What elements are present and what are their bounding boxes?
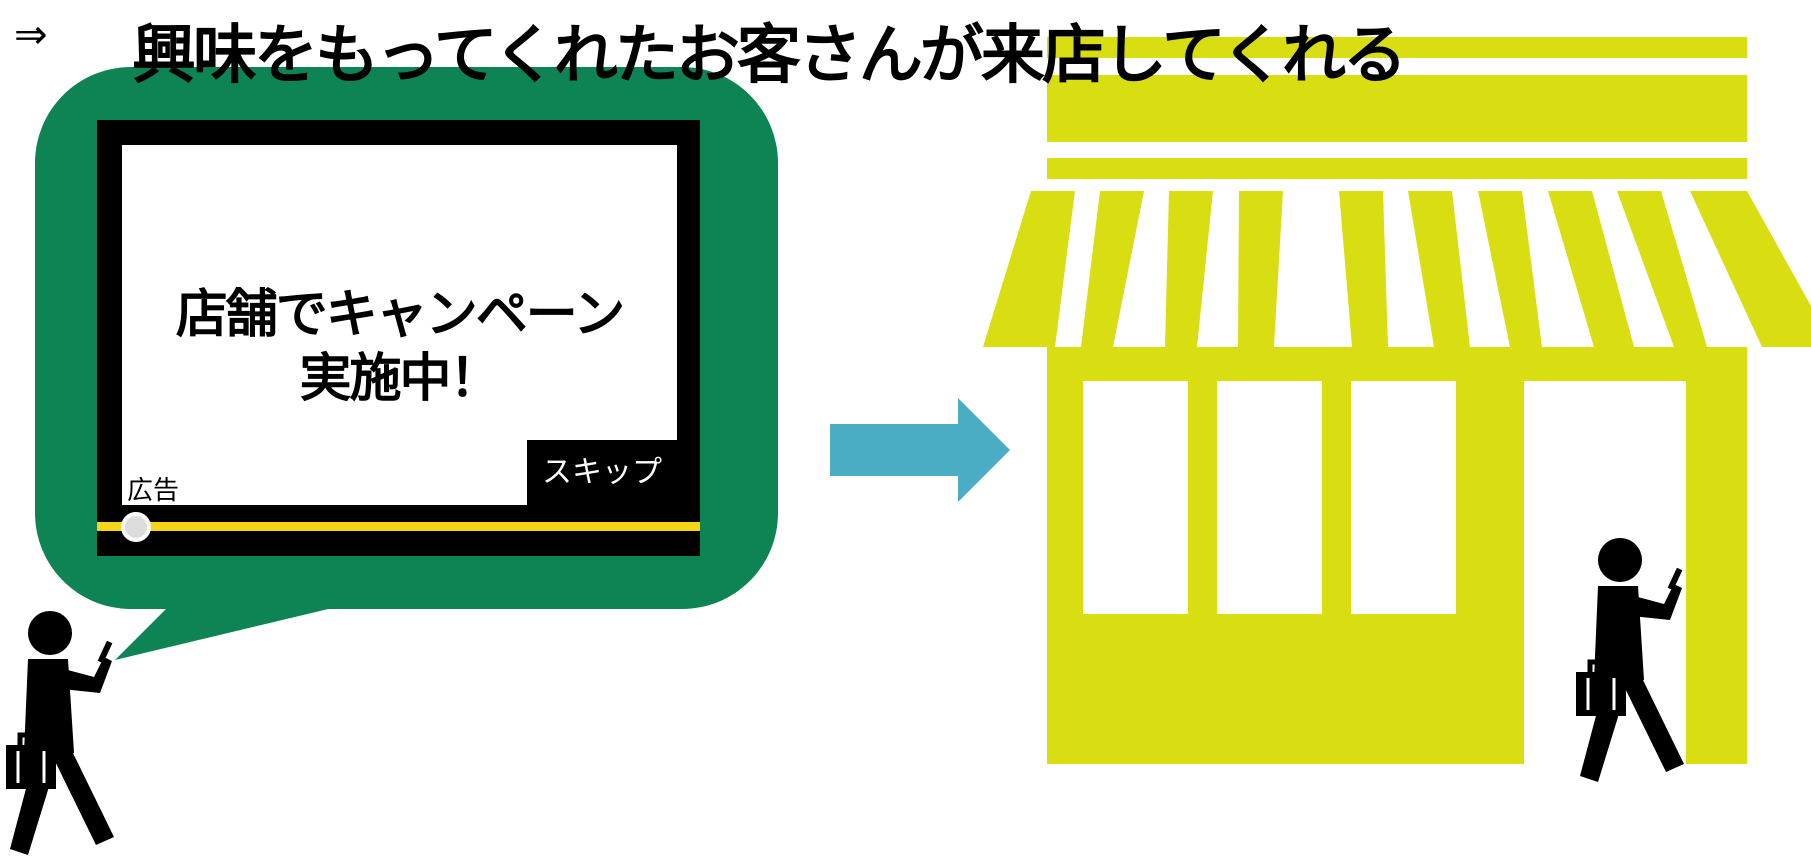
right-arrow-icon — [830, 398, 1010, 502]
storefront-icon — [983, 37, 1811, 764]
ad-label: 広告 — [127, 476, 180, 506]
headline: 興味をもってくれたお客さんが来店してくれる — [132, 19, 1407, 93]
arrow-prefix: ⇒ — [14, 12, 48, 58]
left-person-icon — [6, 611, 114, 855]
video-ad-screen: 店舗でキャンペーン 実施中！ スキップ 広告 — [97, 120, 700, 556]
ad-title-line2: 実施中！ — [299, 349, 501, 409]
ad-title-line1: 店舗でキャンペーン — [175, 285, 625, 345]
progress-bar[interactable] — [97, 522, 700, 531]
skip-button[interactable]: スキップ — [527, 440, 677, 505]
ad-title: 店舗でキャンペーン 実施中！ — [122, 283, 677, 411]
progress-knob[interactable] — [121, 512, 151, 542]
ad-content-area: 店舗でキャンペーン 実施中！ スキップ — [122, 145, 677, 505]
